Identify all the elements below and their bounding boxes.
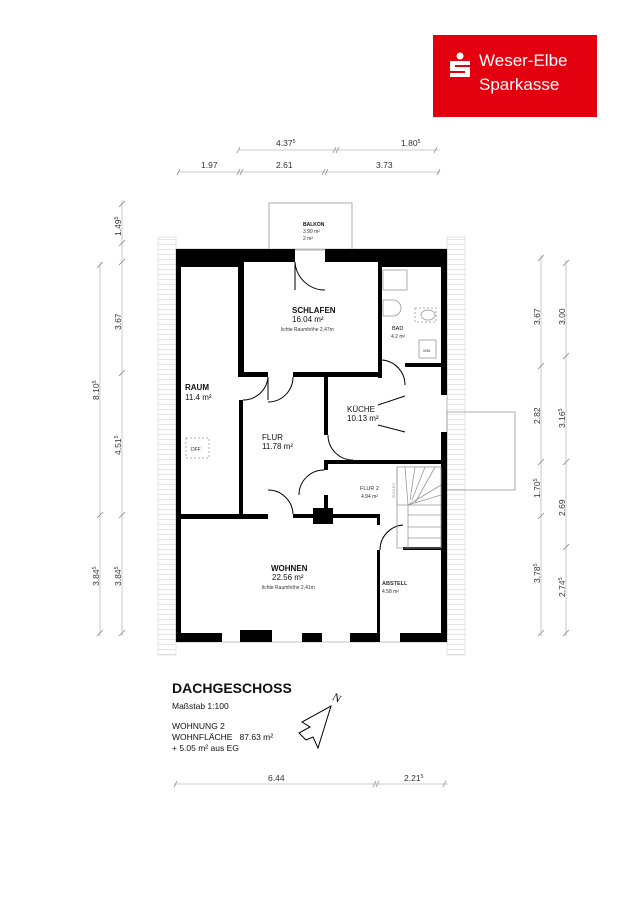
washing-machine	[418, 339, 437, 359]
balcony	[268, 202, 353, 251]
door-raum	[242, 376, 269, 401]
roof-edge-left	[157, 236, 177, 656]
svg-text:3.165: 3.165	[557, 408, 567, 428]
svg-text:4.2 m²: 4.2 m²	[391, 334, 406, 340]
extra-area: + 5.05 m² aus EG	[172, 743, 239, 753]
svg-text:3.785: 3.785	[532, 563, 542, 583]
dimensions-right: 3.67 2.82 1.705 3.785 3.00 3.165 2.69 2.…	[532, 254, 570, 637]
room-wohnen: WOHNEN 22.56 m² lichte Raumhöhe 2,41m	[262, 564, 315, 591]
sink	[382, 299, 402, 317]
door-abstell	[379, 524, 404, 551]
north-arrow-icon: N	[298, 691, 343, 750]
svg-text:2.69: 2.69	[557, 499, 567, 516]
svg-text:10.13 m²: 10.13 m²	[347, 414, 379, 423]
svg-text:2.82: 2.82	[532, 407, 542, 424]
svg-text:11.4 m²: 11.4 m²	[185, 393, 212, 402]
svg-text:4.515: 4.515	[113, 435, 123, 455]
svg-text:3.99 m²: 3.99 m²	[303, 229, 320, 235]
svg-text:FLUR: FLUR	[262, 433, 283, 442]
svg-text:4.58 m²: 4.58 m²	[382, 589, 399, 595]
plan-info: DACHGESCHOSS Maßstab 1:100 WOHNUNG 2 WOH…	[172, 680, 292, 754]
svg-text:2.215: 2.215	[404, 773, 424, 783]
dimensions-bottom: 6.44 2.215	[173, 773, 448, 788]
svg-text:3.845: 3.845	[113, 566, 123, 586]
svg-text:SCHLAFEN: SCHLAFEN	[292, 306, 336, 315]
door-balcony	[294, 261, 326, 291]
sparkasse-s-icon	[450, 52, 470, 77]
door-bad	[381, 359, 406, 386]
room-kueche: KÜCHE 10.13 m²	[347, 405, 379, 423]
svg-text:4.94 m²: 4.94 m²	[361, 494, 378, 500]
toilet	[420, 309, 436, 321]
room-flur2: FLUR 2 4.94 m² ZUM EG	[360, 482, 396, 500]
roof-edge-right	[446, 236, 466, 656]
svg-text:3.67: 3.67	[532, 308, 542, 325]
walls	[176, 249, 447, 642]
svg-text:ABSTELL: ABSTELL	[382, 581, 408, 587]
svg-text:22.56 m²: 22.56 m²	[272, 573, 304, 582]
room-bad: BAD 4.2 m² WM	[391, 326, 430, 353]
svg-text:2 m²: 2 m²	[303, 236, 313, 242]
svg-text:3.845: 3.845	[91, 566, 101, 586]
svg-text:11.78 m²: 11.78 m²	[262, 442, 293, 451]
svg-text:RAUM: RAUM	[185, 383, 209, 392]
svg-text:1.805: 1.805	[401, 138, 421, 148]
svg-text:DFF: DFF	[191, 447, 201, 453]
roof-window	[185, 437, 210, 459]
svg-text:6.44: 6.44	[268, 773, 285, 783]
svg-text:WOHNEN: WOHNEN	[271, 564, 308, 573]
svg-text:3.00: 3.00	[557, 308, 567, 325]
svg-text:2.61: 2.61	[276, 160, 293, 170]
bathroom-fixtures	[185, 269, 437, 459]
room-abstell: ABSTELL 4.58 m²	[382, 581, 408, 595]
dimensions-left: 8.105 3.845 1.495 3.67 4.515 3.845	[91, 200, 126, 637]
svg-text:16.04 m²: 16.04 m²	[292, 315, 324, 324]
kitchen-window	[377, 395, 406, 433]
living-area: WOHNFLÄCHE 87.63 m²	[172, 732, 274, 742]
svg-text:BAD: BAD	[392, 326, 403, 332]
brand-line1: Weser-Elbe	[479, 51, 568, 70]
sparkasse-logo: Weser-Elbe Sparkasse	[433, 35, 597, 117]
brand-line2: Sparkasse	[479, 75, 560, 94]
room-raum: RAUM 11.4 m² DFF	[185, 383, 212, 453]
room-flur: FLUR 11.78 m²	[262, 433, 293, 451]
doors	[242, 261, 406, 551]
svg-text:2.745: 2.745	[557, 577, 567, 597]
svg-text:lichte Raumhöhe 2,41m: lichte Raumhöhe 2,41m	[262, 585, 315, 591]
door-schlafen	[267, 376, 294, 403]
unit-label: WOHNUNG 2	[172, 721, 225, 731]
svg-text:N: N	[330, 691, 343, 705]
svg-text:WM: WM	[423, 348, 430, 353]
svg-text:KÜCHE: KÜCHE	[347, 405, 375, 414]
svg-text:1.705: 1.705	[532, 478, 542, 498]
svg-text:1.495: 1.495	[113, 216, 123, 236]
svg-text:4.375: 4.375	[276, 138, 296, 148]
room-balkon: BALKON 3.99 m² 2 m²	[303, 222, 325, 242]
staircase	[396, 466, 442, 549]
door-kueche	[327, 434, 354, 461]
dimensions-top: 4.375 1.805 1.97 2.61 3.73	[176, 138, 441, 176]
shower	[382, 269, 408, 291]
svg-text:1.97: 1.97	[201, 160, 218, 170]
door-flur2	[298, 469, 325, 496]
svg-text:BALKON: BALKON	[303, 222, 325, 228]
door-wohnen	[267, 489, 294, 515]
svg-text:8.105: 8.105	[91, 380, 101, 400]
room-schlafen: SCHLAFEN 16.04 m² lichte Raumhöhe 2,47m	[281, 306, 336, 333]
svg-text:ZUM EG: ZUM EG	[391, 482, 396, 498]
plan-scale: Maßstab 1:100	[172, 701, 229, 711]
svg-text:3.67: 3.67	[113, 313, 123, 330]
svg-text:FLUR 2: FLUR 2	[360, 486, 379, 492]
svg-text:lichte Raumhöhe 2,47m: lichte Raumhöhe 2,47m	[281, 327, 334, 333]
svg-text:3.73: 3.73	[376, 160, 393, 170]
toilet-area	[414, 307, 437, 323]
plan-title: DACHGESCHOSS	[172, 680, 292, 696]
